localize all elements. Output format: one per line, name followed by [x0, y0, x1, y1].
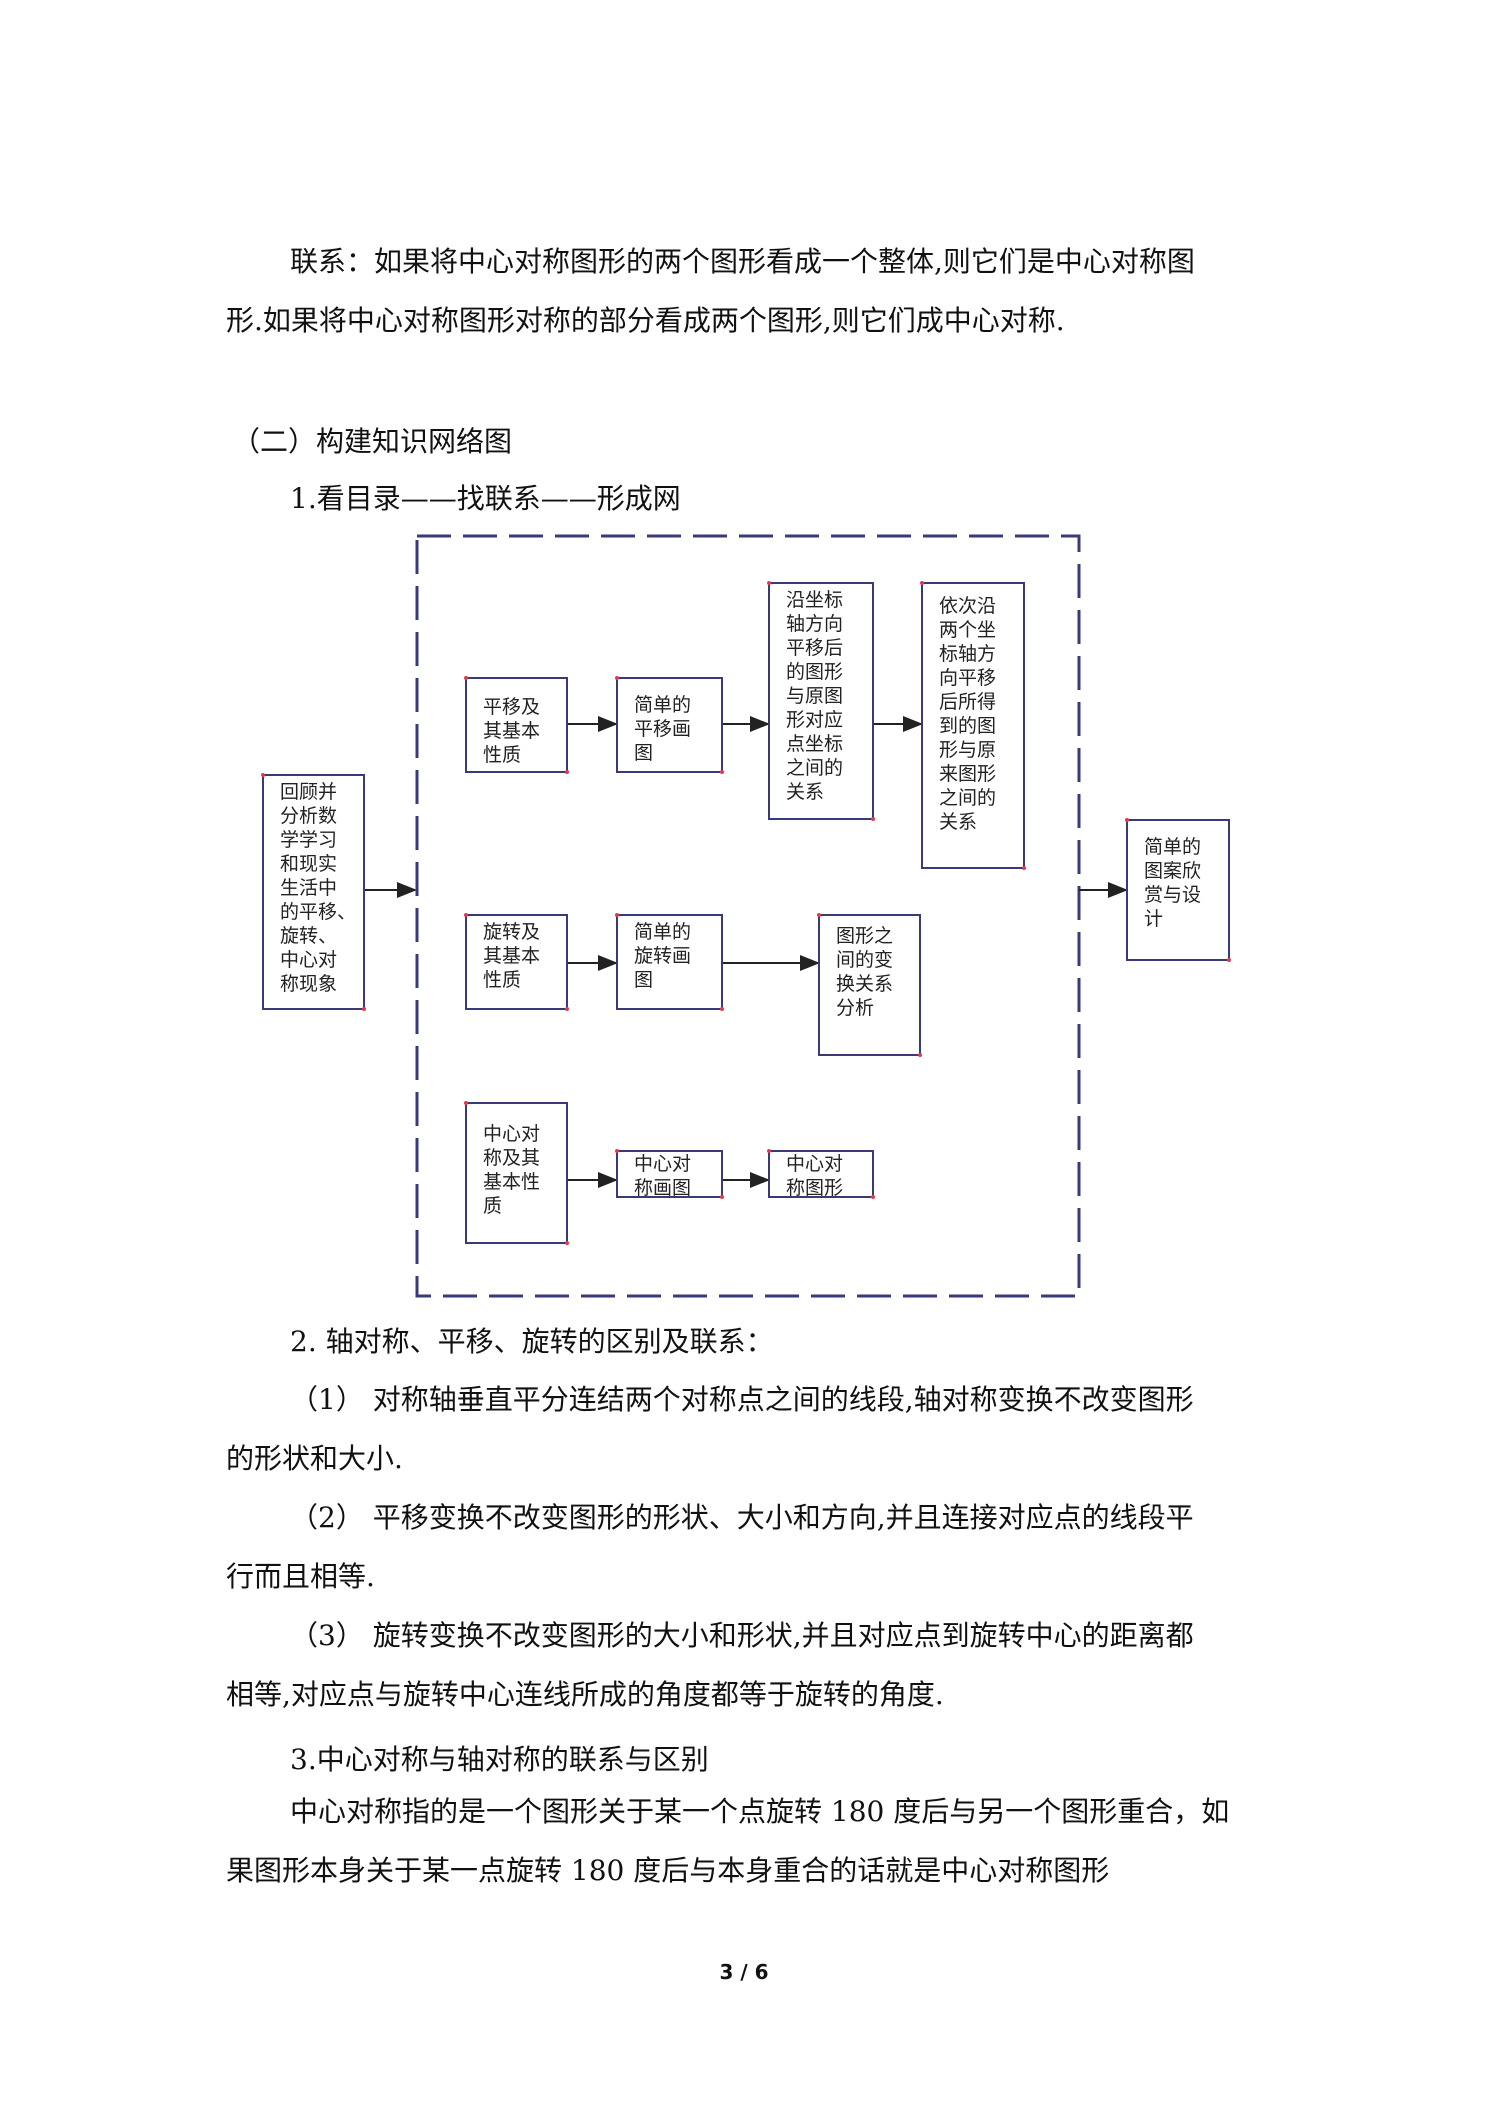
intro-line-2: 形.如果将中心对称图形对称的部分看成两个图形,则它们成中心对称. — [226, 304, 1065, 337]
box-rotate-draw: 简单的 旋转画 图 — [615, 913, 724, 1011]
item-3: （3） 旋转变换不改变图形的大小和形状,并且对应点到旋转中心的距离都 相等,对应… — [226, 1606, 1272, 1724]
box-review: 回顾并 分析数 学学习 和现实 生活中 的平移、 旋转、 中心对 称现象 — [261, 773, 366, 1011]
item-2-line-2: 行而且相等. — [226, 1560, 375, 1593]
box-central-props: 中心对 称及其 基本性 质 — [464, 1101, 569, 1245]
box-pattern: 简单的 图案欣 赏与设 计 — [1125, 818, 1231, 962]
item-2-line-1: （2） 平移变换不改变图形的形状、大小和方向,并且连接对应点的线段平 — [290, 1501, 1194, 1534]
box-translate-coord: 沿坐标 轴方向 平移后 的图形 与原图 形对应 点坐标 之间的 关系 — [767, 581, 875, 821]
box-translate-draw: 简单的 平移画 图 — [615, 676, 724, 774]
item-3-line-1: （3） 旋转变换不改变图形的大小和形状,并且对应点到旋转中心的距离都 — [290, 1619, 1194, 1652]
item-3-line-2: 相等,对应点与旋转中心连线所成的角度都等于旋转的角度. — [226, 1678, 944, 1711]
page-number: 3 / 6 — [719, 1960, 769, 1984]
section-heading: （二）构建知识网络图 — [232, 425, 513, 458]
subheading-1: 1.看目录——找联系——形成网 — [290, 482, 681, 515]
sub3-body: 中心对称指的是一个图形关于某一个点旋转 180 度后与另一个图形重合，如 果图形… — [226, 1782, 1272, 1900]
box-translate-twice: 依次沿 两个坐 标轴方 向平移 后所得 到的图 形与原 来图形 之间的 关系 — [920, 581, 1026, 870]
box-transform-analysis: 图形之 间的变 换关系 分析 — [817, 913, 922, 1057]
box-rotate-props: 旋转及 其基本 性质 — [464, 913, 569, 1011]
item-1: （1） 对称轴垂直平分连结两个对称点之间的线段,轴对称变换不改变图形 的形状和大… — [226, 1370, 1272, 1488]
subheading-2: 2. 轴对称、平移、旋转的区别及联系： — [290, 1325, 774, 1358]
box-central-figure: 中心对 称图形 — [767, 1149, 875, 1199]
item-1-line-1: （1） 对称轴垂直平分连结两个对称点之间的线段,轴对称变换不改变图形 — [290, 1383, 1194, 1416]
sub3-line-1: 中心对称指的是一个图形关于某一个点旋转 180 度后与另一个图形重合，如 — [290, 1795, 1230, 1828]
intro-paragraph: 联系：如果将中心对称图形的两个图形看成一个整体,则它们是中心对称图 形.如果将中… — [226, 232, 1272, 350]
box-central-draw: 中心对 称画图 — [615, 1149, 724, 1199]
item-2: （2） 平移变换不改变图形的形状、大小和方向,并且连接对应点的线段平 行而且相等… — [226, 1488, 1272, 1606]
intro-line-1: 联系：如果将中心对称图形的两个图形看成一个整体,则它们是中心对称图 — [290, 245, 1195, 278]
item-1-line-2: 的形状和大小. — [226, 1442, 403, 1475]
box-translate-props: 平移及 其基本 性质 — [464, 676, 569, 774]
sub3-line-2: 果图形本身关于某一点旋转 180 度后与本身重合的话就是中心对称图形 — [226, 1854, 1110, 1887]
subheading-3: 3.中心对称与轴对称的联系与区别 — [290, 1743, 709, 1776]
